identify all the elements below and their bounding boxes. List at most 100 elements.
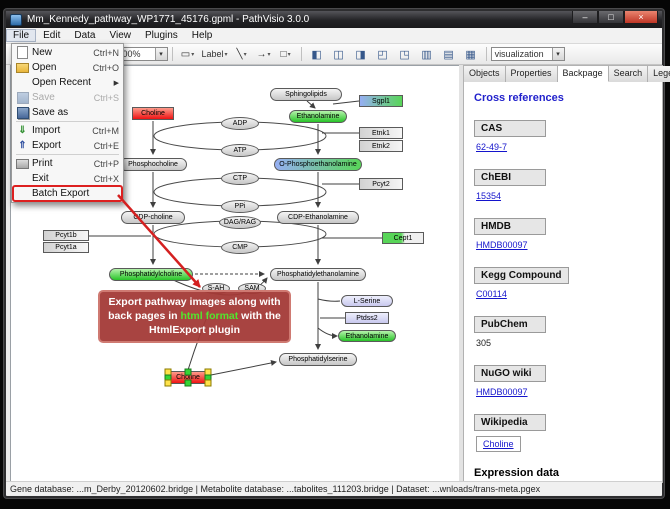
pathway-node-choline[interactable]: Choline (132, 107, 174, 120)
pathway-node-adp[interactable]: ADP (221, 117, 259, 130)
menu-file[interactable]: File (6, 29, 37, 42)
align-top-icon[interactable]: ◰ (377, 48, 388, 61)
pathway-node-cmp[interactable]: CMP (221, 241, 259, 254)
pathway-node-phosphatidylethanolamine[interactable]: Phosphatidylethanolamine (270, 268, 366, 281)
menu-edit[interactable]: Edit (43, 30, 61, 41)
chevron-down-icon: ▾ (224, 51, 228, 58)
pathway-node-ethanolamine[interactable]: Ethanolamine (338, 330, 396, 342)
datanode-tool-button[interactable]: ▭▾ (178, 46, 198, 62)
node-label: Etnk2 (372, 142, 390, 150)
pathway-node-cdp-ethanolamine[interactable]: CDP-Ethanolamine (277, 211, 359, 224)
tab-properties[interactable]: Properties (505, 66, 558, 82)
node-label: Phosphatidylcholine (119, 271, 183, 278)
node-label: Phosphocholine (128, 161, 178, 168)
pathway-node-o-phosphoethanolamine[interactable]: O-Phosphoethanolamine (274, 158, 362, 171)
pathway-node-cdp-choline[interactable]: CDP-choline (121, 211, 185, 224)
section-header: CAS (474, 120, 546, 137)
pathway-node-sgpl1[interactable]: Sgpl1 (359, 95, 403, 107)
section-value[interactable]: Choline (476, 436, 521, 452)
selection-handle[interactable] (204, 379, 212, 387)
pathway-node-choline-selected[interactable]: Choline (164, 368, 212, 387)
save-glyph (16, 91, 29, 104)
open-icon (16, 62, 29, 73)
menu-item-label: Save (32, 92, 55, 103)
pathway-node-etnk1[interactable]: Etnk1 (359, 127, 403, 139)
pathway-node-ethanolamine[interactable]: Ethanolamine (289, 110, 347, 123)
menu-item-batch-export[interactable]: Batch Export (12, 185, 123, 202)
pathway-node-etnk2[interactable]: Etnk2 (359, 140, 403, 152)
pathway-node-phosphatidylserine[interactable]: Phosphatidylserine (279, 353, 357, 366)
close-button[interactable]: × (624, 11, 658, 24)
menu-help[interactable]: Help (191, 30, 213, 41)
menubar: File Edit Data View Plugins Help (6, 28, 662, 44)
label-tool-button[interactable]: Label▾ (200, 46, 230, 62)
menu-item-open-recent[interactable]: Open Recent▶ (13, 75, 122, 90)
menu-data[interactable]: Data (74, 30, 96, 41)
tab-backpage[interactable]: Backpage (557, 66, 609, 82)
visualization-combobox[interactable]: visualization ▾ (490, 47, 565, 61)
match-height-icon[interactable]: ▤ (443, 48, 454, 61)
tab-search[interactable]: Search (608, 66, 649, 82)
toolbar-separator (485, 47, 487, 61)
minimize-button[interactable]: – (572, 11, 598, 24)
section-value[interactable]: HMDB00097 (476, 387, 528, 397)
tab-legend[interactable]: Legend (648, 66, 670, 82)
pathway-node-sphingolipids[interactable]: Sphingolipids (270, 88, 342, 101)
menu-plugins[interactable]: Plugins (144, 30, 178, 41)
menu-separator (16, 154, 119, 155)
zoom-combobox[interactable]: 100% ▾ (113, 47, 168, 61)
pathway-node-cept1[interactable]: Cept1 (382, 232, 424, 244)
pathway-node-pcyt1a[interactable]: Pcyt1a (43, 242, 89, 253)
pathway-node-pcyt1b[interactable]: Pcyt1b (43, 230, 89, 241)
submenu-arrow-icon: ▶ (113, 79, 119, 87)
node-label: CDP-choline (133, 214, 173, 221)
sidebar-splitter[interactable] (459, 65, 463, 483)
align-left-icon[interactable]: ◧ (311, 48, 322, 61)
pathway-node-atp[interactable]: ATP (221, 144, 259, 157)
pathway-node-phosphocholine[interactable]: Phosphocholine (119, 158, 187, 171)
titlebar[interactable]: Mm_Kennedy_pathway_WP1771_45176.gpml - P… (6, 11, 662, 28)
menu-item-save-as[interactable]: Save as (13, 105, 122, 120)
chevron-down-icon[interactable]: ▾ (154, 48, 167, 60)
section-value[interactable]: HMDB00097 (476, 240, 528, 250)
match-width-icon[interactable]: ▥ (421, 48, 432, 61)
arrow-tool-button[interactable]: →▾ (254, 46, 274, 62)
pathway-node-ppi[interactable]: PPi (221, 200, 259, 213)
selection-handle[interactable] (184, 368, 192, 376)
align-right-icon[interactable]: ◨ (355, 48, 366, 61)
selection-handle[interactable] (164, 379, 172, 387)
shape-tool-button[interactable]: □▾ (276, 46, 296, 62)
section-value[interactable]: C00114 (476, 289, 507, 299)
sidebar: ObjectsPropertiesBackpageSearchLegend Cr… (463, 65, 670, 483)
section-header: Wikipedia (474, 414, 546, 431)
section-value[interactable]: 15354 (476, 191, 502, 201)
align-center-icon[interactable]: ◫ (333, 48, 344, 61)
align-bottom-icon[interactable]: ◳ (399, 48, 410, 61)
pathway-node-ptdss2[interactable]: Ptdss2 (345, 312, 389, 324)
pathway-node-l-serine[interactable]: L-Serine (341, 295, 393, 307)
align-tools: ◧ ◫ ◨ ◰ ◳ ▥ ▤ ▦ (306, 46, 482, 62)
line-tool-button[interactable]: ╲▾ (232, 46, 252, 62)
open-glyph (16, 62, 29, 73)
pathway-node-phosphatidylcholine[interactable]: Phosphatidylcholine (109, 268, 193, 281)
selection-handle[interactable] (184, 379, 192, 387)
menu-view[interactable]: View (109, 30, 131, 41)
pathway-node-ctp[interactable]: CTP (221, 172, 259, 185)
maximize-button[interactable]: □ (598, 11, 624, 24)
tab-objects[interactable]: Objects (464, 66, 506, 82)
chevron-down-icon[interactable]: ▾ (551, 48, 564, 60)
menu-item-label: New (32, 47, 53, 58)
pathway-node-pcyt2[interactable]: Pcyt2 (359, 178, 403, 190)
section-value[interactable]: 62-49-7 (476, 142, 508, 152)
stack-icon[interactable]: ▦ (465, 48, 476, 61)
pathway-node-dag-rag[interactable]: DAG/RAG (219, 216, 261, 229)
